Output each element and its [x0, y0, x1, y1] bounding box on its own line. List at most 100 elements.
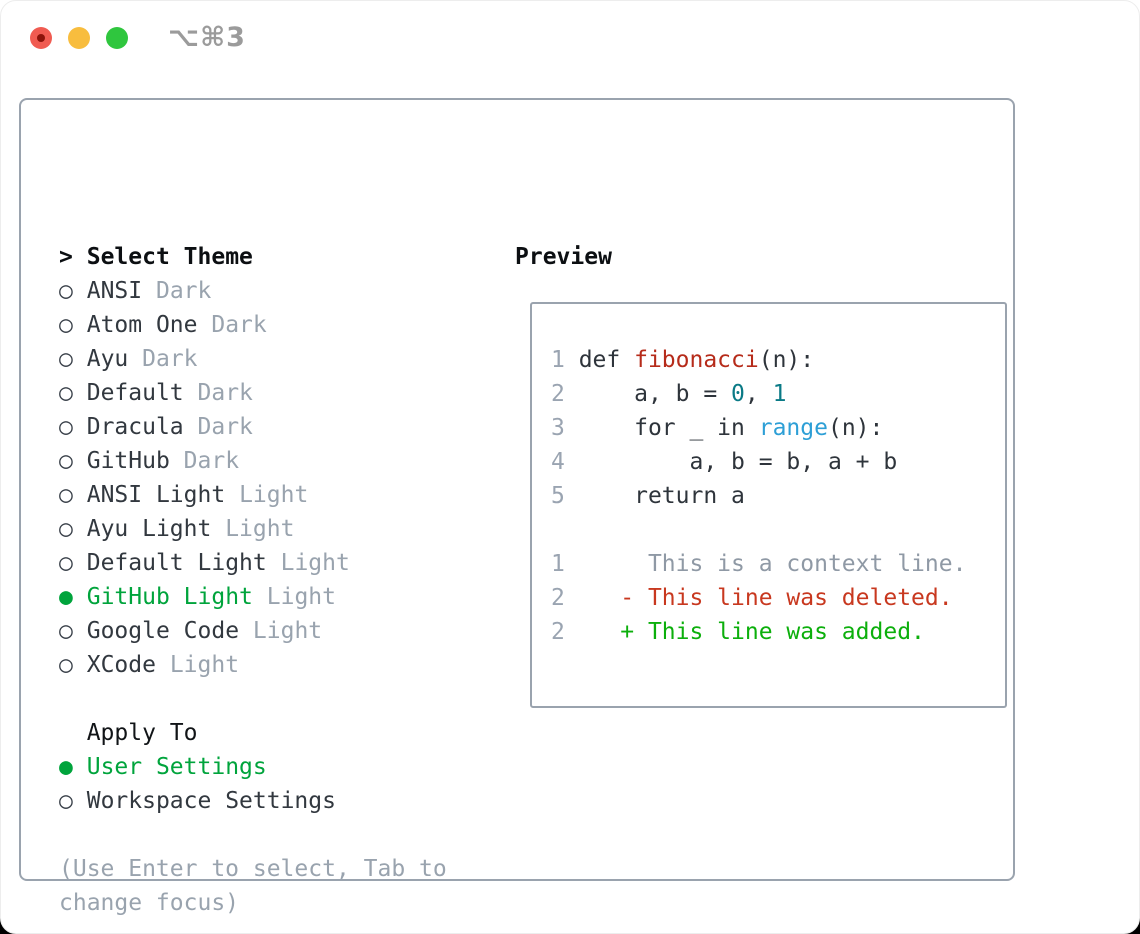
zoom-button[interactable] [106, 27, 128, 49]
theme-variant-label: Dark [155, 278, 212, 304]
window-title-shortcut: ⌥⌘3 [168, 22, 246, 53]
option-label: User Settings [86, 754, 267, 780]
radio-selected-icon: ● [59, 584, 73, 610]
option-label: Ayu Light [86, 516, 212, 542]
theme-option[interactable]: ○ XCode Light [59, 648, 447, 682]
line-number: 1 [551, 347, 579, 373]
option-label: ANSI [86, 278, 143, 304]
picker-header: > Select Theme [59, 240, 447, 274]
option-label: Ayu [86, 346, 129, 372]
theme-variant-label: Light [266, 584, 336, 610]
theme-picker: > Select Theme ○ ANSI Dark○ Atom One Dar… [59, 240, 447, 920]
close-button[interactable] [30, 27, 52, 49]
radio-icon: ○ [59, 278, 73, 304]
code-line: 4 a, b = b, a + b [551, 445, 1005, 479]
radio-icon: ○ [59, 788, 73, 814]
code-token-number: 1 [772, 381, 787, 407]
radio-icon: ○ [59, 618, 73, 644]
spacer [59, 818, 447, 852]
code-token-code: , [744, 381, 773, 407]
theme-variant-label: Dark [211, 312, 267, 338]
prompt-icon: > [59, 244, 73, 270]
code-line [551, 513, 1005, 547]
apply-to-list: ● User Settings○ Workspace Settings [59, 750, 447, 818]
theme-variant-label: Light [239, 482, 309, 508]
theme-list: ○ ANSI Dark○ Atom One Dark○ Ayu Dark○ De… [59, 274, 447, 682]
option-label: GitHub [86, 448, 170, 474]
theme-variant-label: Dark [183, 448, 240, 474]
spacer [59, 682, 447, 716]
theme-picker-panel: > Select Theme ○ ANSI Dark○ Atom One Dar… [19, 98, 1015, 916]
line-number: 1 [551, 551, 579, 577]
code-token-context: This is a context line. [578, 551, 967, 577]
code-token-code: a, b = [578, 381, 732, 407]
hint-text-line1: (Use Enter to select, Tab to [59, 856, 447, 882]
theme-variant-label: Light [252, 618, 323, 644]
option-label: XCode [86, 652, 156, 678]
radio-icon: ○ [59, 516, 73, 542]
line-number: 4 [551, 449, 579, 475]
line-number: 5 [551, 483, 579, 509]
option-label: Dracula [86, 414, 184, 440]
radio-icon: ○ [59, 312, 73, 338]
code-line: 2 a, b = 0, 1 [551, 377, 1005, 411]
apply-to-title: Apply To [86, 720, 198, 746]
theme-option[interactable]: ○ ANSI Dark [59, 274, 447, 308]
theme-option[interactable]: ● GitHub Light Light [59, 580, 447, 614]
code-line: 5 return a [551, 479, 1005, 513]
option-label: Workspace Settings [86, 788, 336, 814]
code-line: 1 def fibonacci(n): [551, 343, 1005, 377]
code-token-added: + This line was added. [578, 619, 925, 645]
option-label: Default [86, 380, 184, 406]
option-label: Default Light [86, 550, 267, 576]
line-number: 2 [551, 619, 579, 645]
theme-option[interactable]: ○ Ayu Light Light [59, 512, 447, 546]
radio-icon: ○ [59, 380, 73, 406]
theme-variant-label: Dark [197, 414, 253, 440]
code-token-code: a, b = b, a + b [578, 449, 898, 475]
code-token-function: fibonacci [634, 347, 759, 373]
code-token-code: for _ in [578, 415, 759, 441]
code-token-code: (n): [827, 415, 884, 441]
theme-variant-label: Light [280, 550, 350, 576]
theme-option[interactable]: ○ Ayu Dark [59, 342, 447, 376]
apply-to-header: Apply To [59, 716, 447, 750]
theme-option[interactable]: ○ ANSI Light Light [59, 478, 447, 512]
apply-option[interactable]: ○ Workspace Settings [59, 784, 447, 818]
radio-icon: ○ [59, 482, 73, 508]
titlebar: ⌥⌘3 [1, 1, 1139, 75]
line-number: 3 [551, 415, 579, 441]
code-token-deleted: - This line was deleted. [578, 585, 953, 611]
theme-variant-label: Light [169, 652, 240, 678]
option-label: Google Code [86, 618, 240, 644]
theme-option[interactable]: ○ Default Light Light [59, 546, 447, 580]
code-line: 2 - This line was deleted. [551, 581, 1005, 615]
theme-option[interactable]: ○ Default Dark [59, 376, 447, 410]
theme-option[interactable]: ○ Atom One Dark [59, 308, 447, 342]
apply-option[interactable]: ● User Settings [59, 750, 447, 784]
line-number: 2 [551, 585, 579, 611]
picker-title: Select Theme [86, 244, 253, 270]
radio-selected-icon: ● [59, 754, 73, 780]
code-token-code: return a [578, 483, 745, 509]
minimize-button[interactable] [68, 27, 90, 49]
option-label: ANSI Light [86, 482, 226, 508]
code-line: 3 for _ in range(n): [551, 411, 1005, 445]
theme-option[interactable]: ○ GitHub Dark [59, 444, 447, 478]
radio-icon: ○ [59, 414, 73, 440]
radio-icon: ○ [59, 346, 73, 372]
code-token-number: 0 [731, 381, 745, 407]
code-token-code: def [578, 347, 635, 373]
theme-option[interactable]: ○ Google Code Light [59, 614, 447, 648]
code-token-builtin: range [758, 415, 828, 441]
close-dot-icon [37, 34, 45, 42]
theme-option[interactable]: ○ Dracula Dark [59, 410, 447, 444]
hint-text-line2: change focus) [59, 890, 240, 916]
option-label: GitHub Light [86, 584, 253, 610]
option-label: Atom One [86, 312, 198, 338]
code-line: 1 This is a context line. [551, 547, 1005, 581]
code-line: 2 + This line was added. [551, 615, 1005, 649]
